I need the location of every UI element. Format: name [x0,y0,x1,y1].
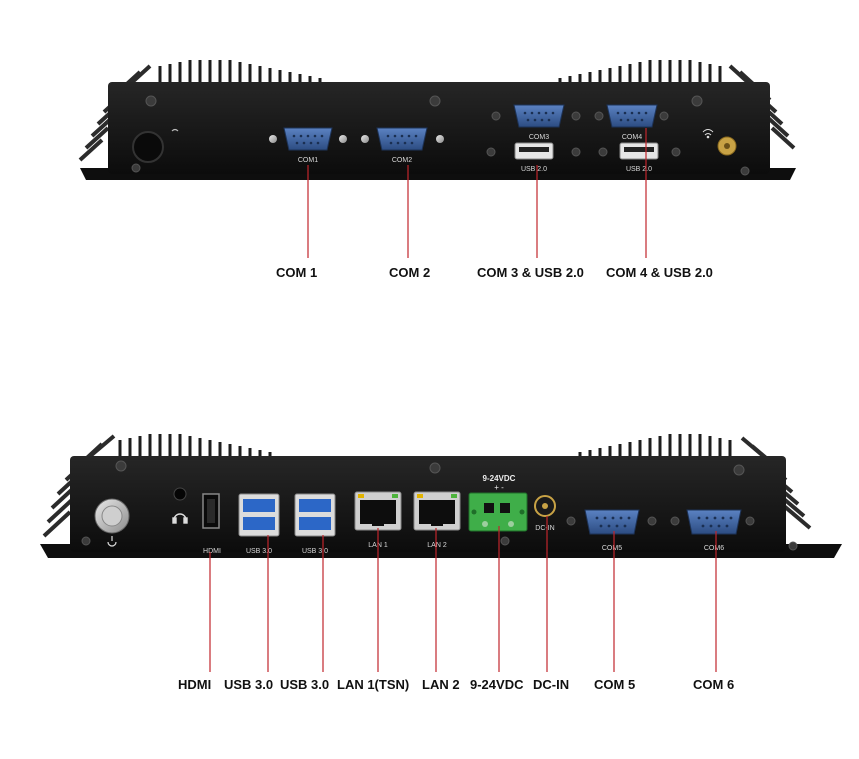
audio-jack [173,487,187,501]
callout-com5: COM 5 [594,677,636,692]
top-heatsink-fins-top [158,60,722,82]
power-button-icon [94,498,130,534]
callout-dcin: DC-IN [533,677,570,692]
usb3-port-a: USB 3.0 [238,493,280,555]
usb3-port-b: USB 3.0 [294,493,336,555]
com3-port-label: COM3 [529,134,549,141]
power-terminal: 9-24VDC + - [468,474,528,532]
com4-port: COM4 [606,104,658,141]
usb3-b-label: USB 3.0 [302,548,328,555]
com2-port: COM2 [361,127,444,164]
callout-com6: COM 6 [693,677,735,692]
top-screws [131,95,750,176]
callout-lan2: LAN 2 [422,677,460,692]
usb2-b-label: USB 2.0 [626,166,652,173]
com3-port: COM3 [513,104,565,141]
bottom-screws [81,460,798,551]
callout-com4-usb: COM 4 & USB 2.0 [606,265,713,280]
callout-power: 9-24VDC [470,677,524,692]
callout-usb3-a: USB 3.0 [224,677,274,692]
hdmi-port-label: HDMI [203,548,221,555]
dcin-port: DC-IN [534,495,556,532]
com2-port-label: COM2 [392,157,412,164]
top-leader-lines [307,128,647,258]
bottom-heatsink-fins-top [118,434,732,456]
usb2-port-a: USB 2.0 [514,142,554,173]
dcin-port-label: DC-IN [535,525,554,532]
com6-port: COM6 [686,509,742,552]
hdmi-port: HDMI [202,493,221,555]
power-symbol-icon [107,536,117,547]
com5-port-label: COM5 [602,545,622,552]
bottom-leader-lines [209,516,717,672]
com4-port-label: COM4 [622,134,642,141]
wifi-icon [702,129,714,139]
top-device-panel: COM1 COM2 COM3 USB 2.0 [78,60,796,180]
com1-port: COM1 [269,127,347,164]
lan2-port-label: LAN 2 [427,542,447,549]
usb2-a-label: USB 2.0 [521,166,547,173]
com6-port-label: COM6 [704,545,724,552]
antenna-icon [717,136,737,156]
bottom-device-panel: HDMI USB 3.0 USB 3.0 LAN 1 [40,434,842,558]
lan2-port: LAN 2 [413,491,461,549]
com5-port: COM5 [584,509,640,552]
com1-port-label: COM1 [298,157,318,164]
top-front-face [108,82,770,174]
polarity-label: + - [494,483,504,492]
power-button-icon [132,131,164,163]
power-spec-label: 9-24VDC [483,474,516,483]
callout-com2: COM 2 [389,265,431,280]
callout-com1: COM 1 [276,265,318,280]
callout-usb3-b: USB 3.0 [280,677,330,692]
usb3-a-label: USB 3.0 [246,548,272,555]
callout-lan1: LAN 1(TSN) [337,677,410,692]
usb2-port-b: USB 2.0 [619,142,659,173]
callout-hdmi: HDMI [178,677,212,692]
callout-com3-usb: COM 3 & USB 2.0 [477,265,584,280]
headphone-jack-icon [172,513,188,524]
led-indicator-icon [171,128,179,132]
